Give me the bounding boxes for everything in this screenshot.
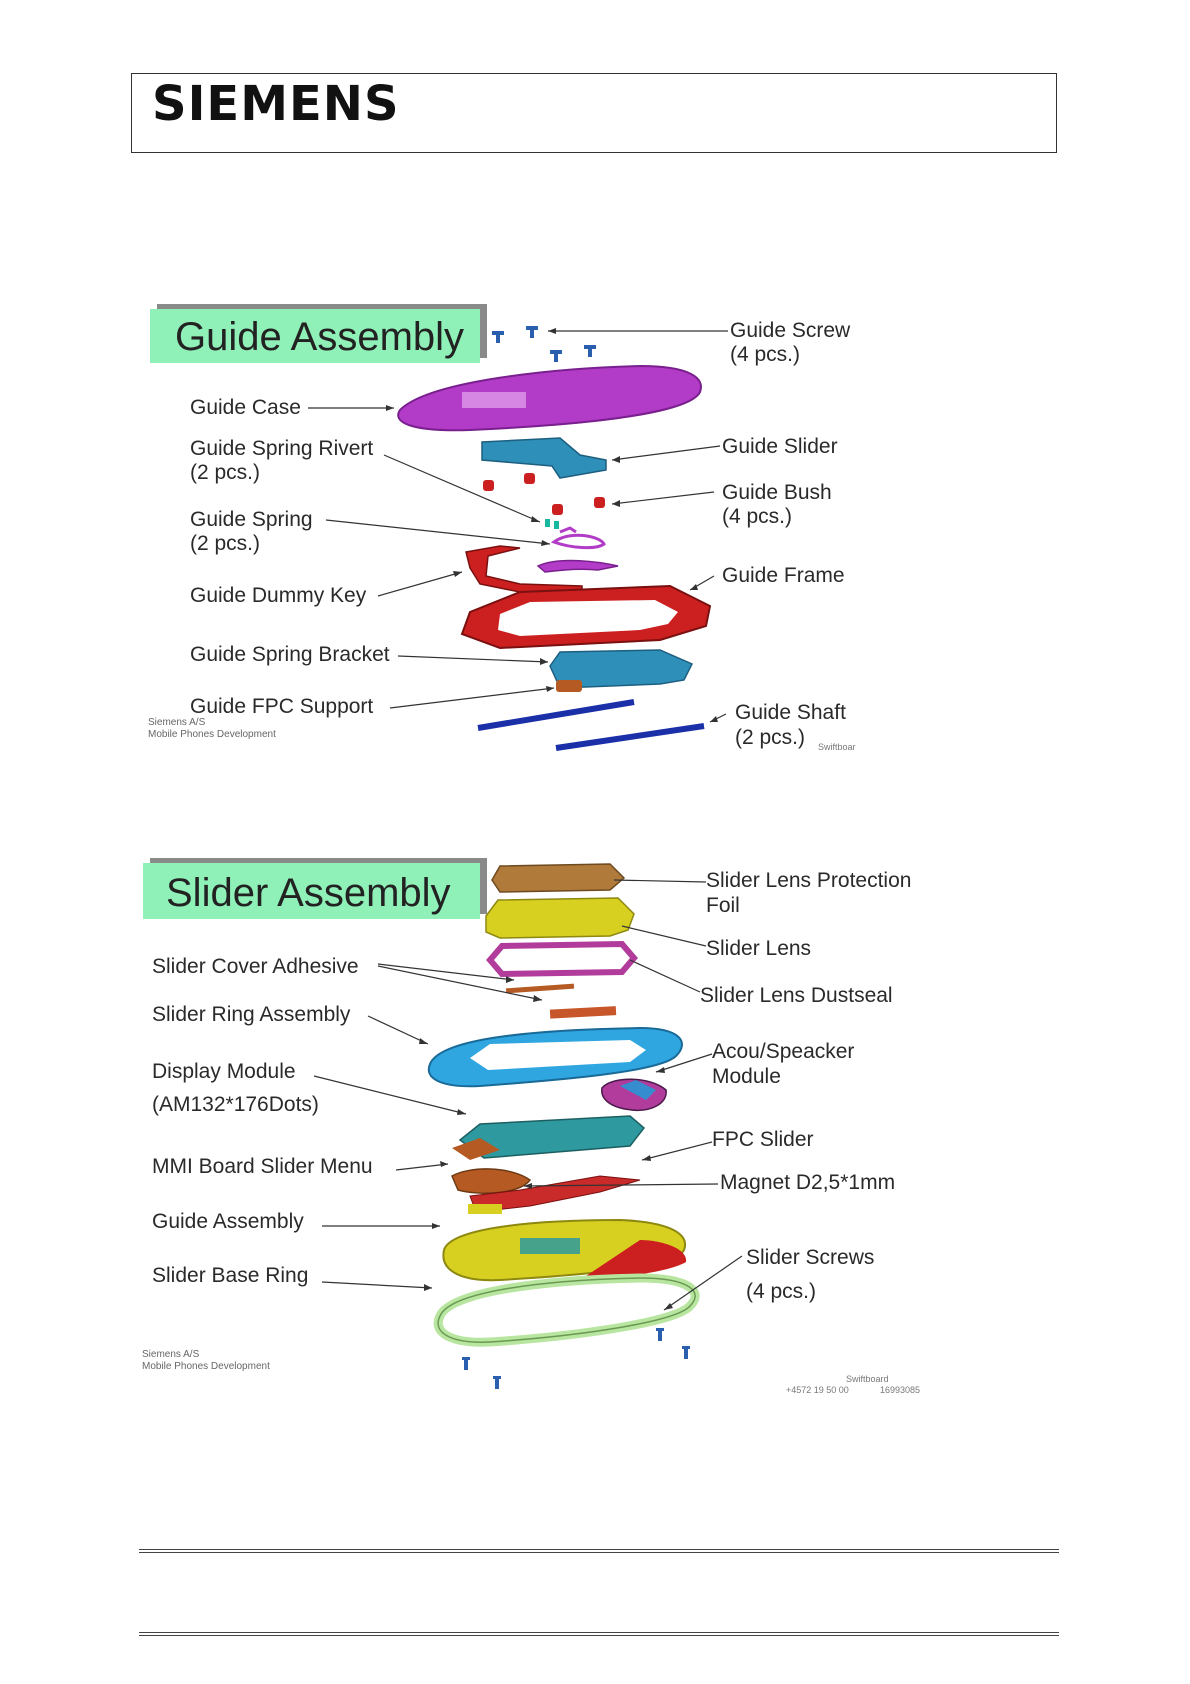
label-guide-spring: Guide Spring bbox=[190, 508, 313, 531]
label-display-module: Display Module bbox=[152, 1060, 296, 1083]
guide-assembly-yellow-part bbox=[468, 1204, 502, 1214]
slider-cover-adhesive-part bbox=[505, 983, 575, 994]
footer-rule-top-b bbox=[139, 1552, 1059, 1553]
slider-base-ring-part bbox=[433, 1273, 700, 1347]
label-guide-fpc-support: Guide FPC Support bbox=[190, 695, 373, 718]
guide-fpc-support-part bbox=[556, 680, 582, 692]
fpc-slider-part bbox=[452, 1138, 500, 1160]
label-acou-speacker: Acou/Speacker bbox=[712, 1040, 854, 1063]
label-guide-spring-rivert-qty: (2 pcs.) bbox=[190, 461, 260, 484]
slider-lens-part bbox=[485, 897, 635, 939]
label-slider-screws-qty: (4 pcs.) bbox=[746, 1280, 816, 1303]
label-guide-screw-qty: (4 pcs.) bbox=[730, 343, 800, 366]
guide-slider-part bbox=[481, 437, 607, 479]
label-guide-case: Guide Case bbox=[190, 396, 301, 419]
guide-case-window bbox=[462, 392, 526, 408]
slider-title-panel bbox=[143, 863, 480, 919]
guide-screws bbox=[492, 326, 596, 362]
mmi-board-part bbox=[451, 1168, 532, 1194]
label-magnet: Magnet D2,5*1mm bbox=[720, 1171, 895, 1194]
slider-base-red-part bbox=[580, 1240, 687, 1280]
label-slider-base-ring: Slider Base Ring bbox=[152, 1264, 308, 1287]
guide-spring-bracket-part bbox=[536, 559, 619, 573]
guide-title: Guide Assembly bbox=[175, 315, 464, 359]
label-guide-frame: Guide Frame bbox=[722, 564, 845, 587]
label-guide-spring-rivert: Guide Spring Rivert bbox=[190, 437, 373, 460]
label-guide-bush: Guide Bush bbox=[722, 481, 832, 504]
display-module-part bbox=[458, 1115, 646, 1159]
label-slider-lens-protection-foil: Foil bbox=[706, 894, 740, 917]
label-guide-slider: Guide Slider bbox=[722, 435, 838, 458]
label-guide-spring-bracket: Guide Spring Bracket bbox=[190, 643, 390, 666]
slider-assembly-diagram: Slider Assembly bbox=[142, 858, 920, 1395]
slider-title: Slider Assembly bbox=[166, 871, 451, 915]
slider-lens-protection-foil-part bbox=[491, 863, 626, 893]
guide-spring-part bbox=[550, 526, 606, 550]
guide-frame-opening bbox=[498, 600, 678, 636]
footer-rule-bottom-b bbox=[139, 1635, 1059, 1636]
guide-bushes bbox=[483, 473, 605, 515]
slider-screws bbox=[462, 1328, 690, 1389]
guide-shaft-2 bbox=[555, 723, 705, 751]
guide-spring-rivets bbox=[545, 519, 559, 529]
guide-dummy-key-part bbox=[465, 545, 583, 593]
guide-corner-text: Swiftboar bbox=[818, 742, 856, 752]
label-guide-spring-qty: (2 pcs.) bbox=[190, 532, 260, 555]
label-slider-lens: Slider Lens bbox=[706, 937, 811, 960]
label-slider-ring-assembly: Slider Ring Assembly bbox=[152, 1003, 351, 1026]
label-slider-lens-protection: Slider Lens Protection bbox=[706, 869, 911, 892]
footer-rule-top-a bbox=[139, 1549, 1059, 1550]
slider-footer-dept: Mobile Phones Development bbox=[142, 1361, 270, 1372]
slider-base-ring-outline bbox=[437, 1277, 696, 1343]
guide-shaft-1 bbox=[477, 699, 635, 731]
footer-rule-bottom-a bbox=[139, 1632, 1059, 1633]
slider-leader-lines bbox=[313, 879, 743, 1311]
slider-corner-text-1: Swiftboard bbox=[846, 1374, 889, 1384]
label-guide-assembly: Guide Assembly bbox=[152, 1210, 304, 1233]
slider-ring-opening bbox=[470, 1040, 646, 1070]
slider-ring-small-part bbox=[549, 1006, 617, 1019]
label-guide-dummy-key: Guide Dummy Key bbox=[190, 584, 367, 607]
label-guide-screw: Guide Screw bbox=[730, 319, 851, 342]
label-slider-screws: Slider Screws bbox=[746, 1246, 874, 1269]
label-mmi-board-slider-menu: MMI Board Slider Menu bbox=[152, 1155, 373, 1178]
label-guide-bush-qty: (4 pcs.) bbox=[722, 505, 792, 528]
acou-speaker-detail bbox=[620, 1080, 656, 1100]
header-box: SIEMENS bbox=[131, 73, 1057, 153]
guide-assembly-diagram: Guide Assembly bbox=[148, 304, 856, 752]
guide-title-panel bbox=[150, 309, 480, 363]
guide-footer-company: Siemens A/S bbox=[148, 717, 206, 728]
label-display-module-dots: (AM132*176Dots) bbox=[152, 1093, 319, 1116]
label-guide-shaft: Guide Shaft bbox=[735, 701, 846, 724]
guide-case bbox=[397, 364, 702, 432]
slider-base-teal-part bbox=[520, 1238, 580, 1254]
slider-footer-company: Siemens A/S bbox=[142, 1349, 200, 1360]
slider-corner-text-2: +4572 19 50 00 bbox=[786, 1385, 849, 1395]
label-fpc-slider: FPC Slider bbox=[712, 1128, 814, 1151]
guide-leader-lines bbox=[308, 328, 728, 723]
label-guide-shaft-qty: (2 pcs.) bbox=[735, 726, 805, 749]
label-acou-speacker-module: Module bbox=[712, 1065, 781, 1088]
guide-footer-dept: Mobile Phones Development bbox=[148, 729, 276, 740]
label-slider-cover-adhesive: Slider Cover Adhesive bbox=[152, 955, 359, 978]
siemens-logo: SIEMENS bbox=[152, 76, 400, 132]
slider-corner-text-3: 16993085 bbox=[880, 1385, 920, 1395]
label-slider-lens-dustseal: Slider Lens Dustseal bbox=[700, 984, 893, 1007]
slider-lens-dustseal-part bbox=[486, 940, 638, 978]
